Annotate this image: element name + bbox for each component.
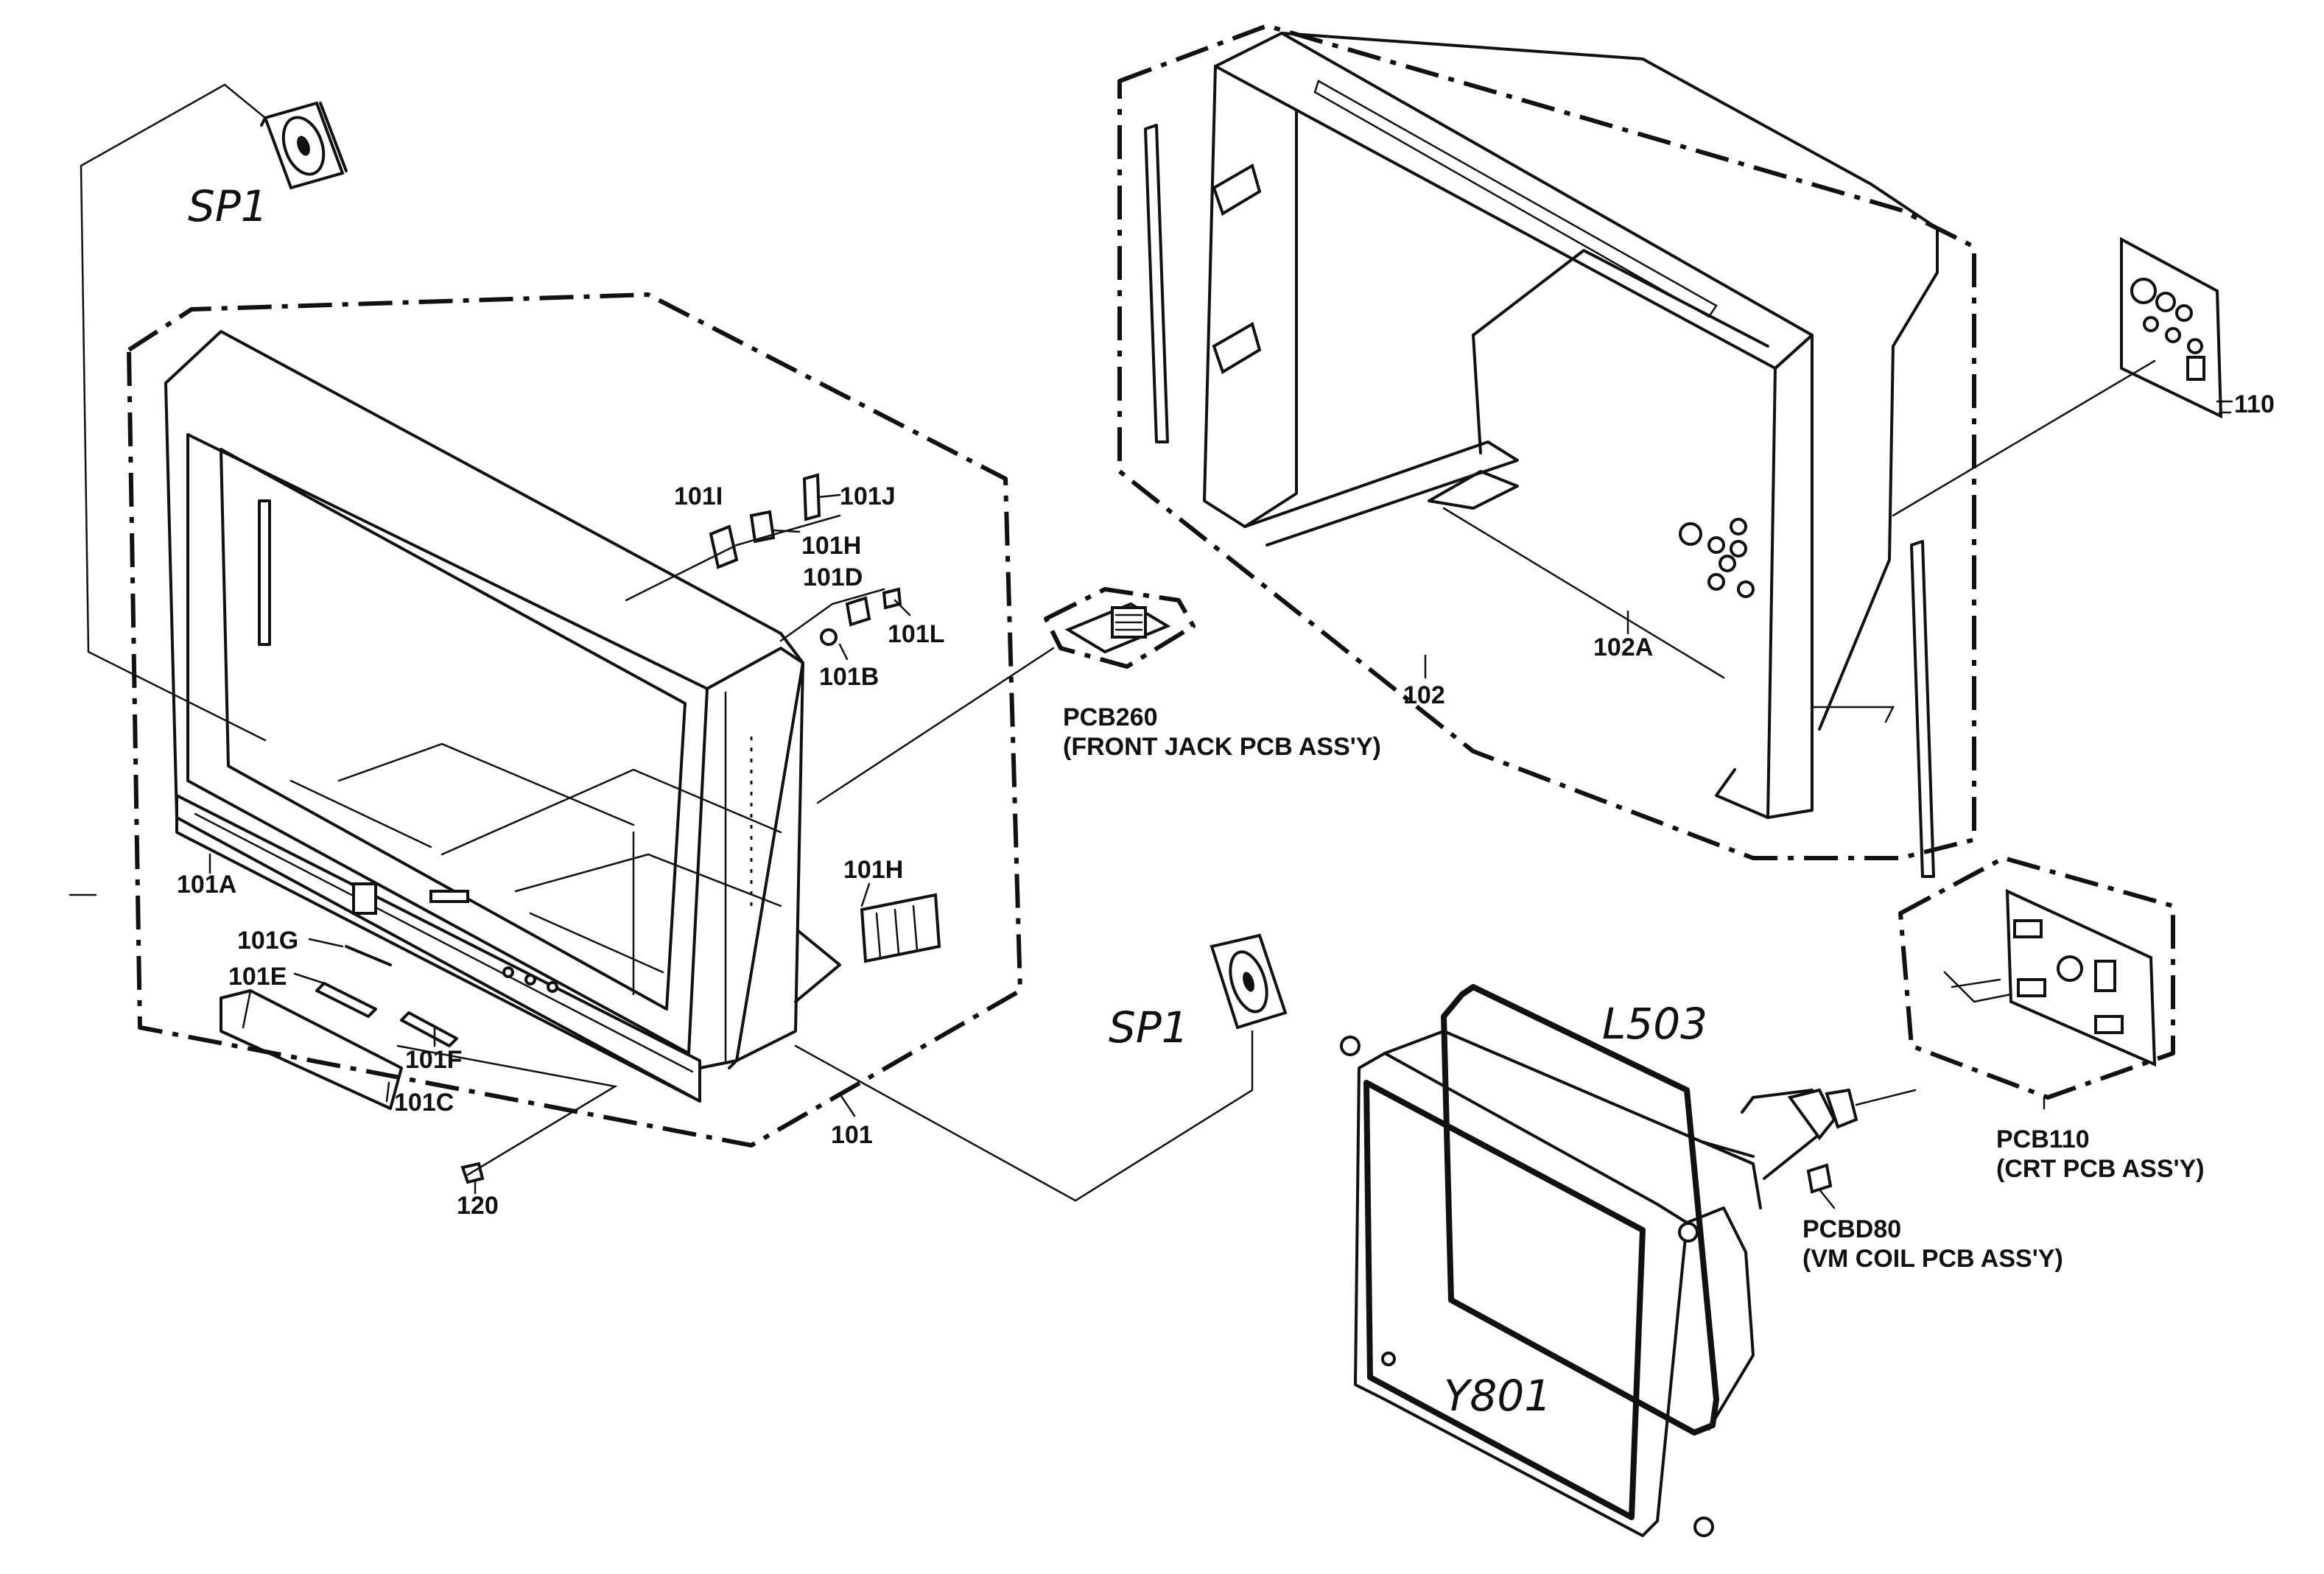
label-pcb260: PCB260 <box>1063 703 1158 731</box>
label-101g: 101G <box>237 927 298 955</box>
label-101h-mid: 101H <box>843 856 903 884</box>
front-cabinet-bezel <box>186 433 709 1055</box>
front-control-strip <box>175 794 701 1103</box>
part-101e <box>315 982 377 1018</box>
label-101j: 101J <box>840 482 896 510</box>
speaker-bottom <box>1210 933 1288 1030</box>
part-101c <box>220 989 403 1110</box>
rear-cabinet-boundary <box>1117 24 1976 860</box>
degauss-coil-l503 <box>1441 984 1719 1436</box>
part-101f <box>400 1011 458 1047</box>
label-110: 110 <box>2234 390 2275 418</box>
label-120: 120 <box>457 1192 499 1220</box>
crt-front-face <box>1354 1052 1688 1537</box>
label-l503: L503 <box>1602 999 1707 1049</box>
speaker-top <box>260 101 348 190</box>
labels-layer: SP1 SP1 L503 Y801 101I 101J 101H 101D 10… <box>177 181 2275 1421</box>
pcb110-group <box>1898 856 2175 1110</box>
label-pcbd80: PCBD80 <box>1802 1215 1901 1243</box>
front-cabinet-group <box>127 292 1022 1184</box>
part-101d <box>845 596 871 627</box>
part-101j <box>802 473 821 521</box>
label-y801: Y801 <box>1444 1371 1551 1421</box>
label-101h-top: 101H <box>801 532 861 560</box>
label-101f: 101F <box>405 1046 463 1074</box>
front-cabinet-screen-opening <box>220 448 687 1011</box>
part-101g <box>345 945 392 966</box>
label-101a: 101A <box>177 871 236 899</box>
part-101b <box>820 628 838 646</box>
label-sp1-bottom: SP1 <box>1109 1002 1189 1053</box>
front-cabinet-side <box>706 647 804 1069</box>
label-101i: 101I <box>674 482 723 510</box>
label-101b: 101B <box>819 663 879 691</box>
front-cabinet-leaders <box>208 493 911 1195</box>
part-101l <box>882 587 902 610</box>
label-101l: 101L <box>888 620 945 648</box>
label-101d: 101D <box>803 563 863 591</box>
label-102: 102 <box>1403 681 1445 709</box>
label-101c: 101C <box>394 1089 454 1117</box>
part-101h-mid <box>860 893 941 963</box>
label-101: 101 <box>831 1121 873 1149</box>
label-pcb110: PCB110 <box>1996 1125 2090 1153</box>
label-pcb110-desc: (CRT PCB ASS'Y) <box>1996 1155 2205 1183</box>
pcb260-group <box>816 587 1196 804</box>
label-pcb260-desc: (FRONT JACK PCB ASS'Y) <box>1063 733 1381 761</box>
part-101h-top <box>749 510 776 544</box>
label-101e: 101E <box>228 963 287 991</box>
front-cabinet-boundary <box>127 292 1022 1148</box>
label-102a: 102A <box>1593 633 1653 661</box>
part-110 <box>1892 236 2233 517</box>
part-pcbd80 <box>1806 1163 1833 1194</box>
rear-cabinet-group <box>1117 24 1976 878</box>
label-sp1-top: SP1 <box>188 181 268 231</box>
crt-group <box>1340 984 1917 1537</box>
label-pcbd80-desc: (VM COIL PCB ASS'Y) <box>1802 1245 2063 1273</box>
